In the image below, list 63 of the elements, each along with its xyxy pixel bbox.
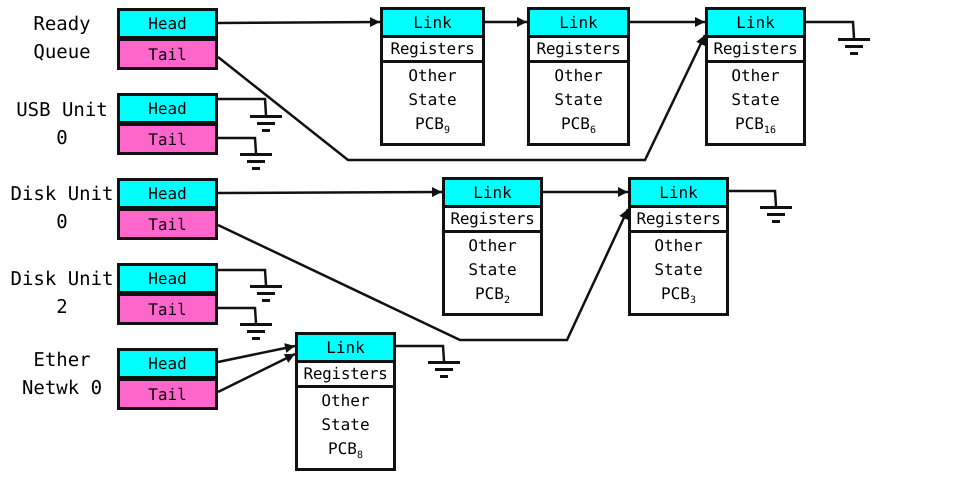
ground-symbol bbox=[428, 361, 460, 379]
pointer-arrow bbox=[218, 343, 296, 364]
field-label: Other State bbox=[407, 64, 458, 111]
field-label: Registers bbox=[536, 39, 620, 58]
pcb-name: PCB$_{16}$ bbox=[734, 112, 777, 138]
pointer-field: Tail bbox=[117, 293, 218, 325]
field-label: Link bbox=[559, 12, 598, 32]
pointer-arrow bbox=[217, 352, 296, 394]
pcb-name: PCB$_{9}$ bbox=[414, 112, 451, 138]
field-label: Link bbox=[659, 182, 698, 202]
pointer-arrow bbox=[630, 17, 705, 27]
pcb-box bbox=[705, 7, 806, 146]
field-label: Registers bbox=[636, 209, 720, 228]
pointer-arrow bbox=[218, 187, 442, 198]
field-label: Other State bbox=[553, 64, 604, 111]
field-label: Registers bbox=[714, 39, 798, 58]
ground-symbol bbox=[240, 153, 272, 171]
pointer-field: Head bbox=[117, 93, 218, 124]
queue-name: Disk Unit 0 bbox=[10, 182, 114, 235]
field-label: Other State bbox=[653, 234, 704, 281]
queue-name: USB Unit 0 bbox=[15, 98, 109, 151]
field-label: Link bbox=[736, 12, 775, 32]
pointer-field: Tail bbox=[117, 208, 218, 240]
queue-name: Disk Unit 2 bbox=[10, 267, 114, 320]
pcb-box bbox=[628, 177, 729, 316]
pointer-arrow bbox=[218, 17, 380, 28]
field-label: Registers bbox=[450, 209, 534, 228]
field-label: Registers bbox=[304, 364, 388, 384]
ground-symbol bbox=[250, 285, 282, 303]
field-label: Link bbox=[326, 338, 365, 357]
ground-symbol bbox=[240, 323, 272, 341]
field-label: Link bbox=[473, 182, 512, 202]
field-label: Other State bbox=[320, 390, 371, 436]
pcb-box bbox=[442, 177, 543, 316]
field-label: Other State bbox=[467, 234, 518, 281]
pointer-field: Head bbox=[117, 263, 218, 294]
pointer-field: Tail bbox=[117, 378, 218, 410]
pointer-arrow bbox=[217, 208, 630, 342]
pointer-arrow bbox=[218, 136, 258, 154]
field-label: Link bbox=[413, 12, 452, 32]
pointer-arrow bbox=[543, 187, 628, 197]
pcb-name: PCB$_{3}$ bbox=[660, 282, 697, 308]
pointer-field: Tail bbox=[117, 38, 218, 70]
pointer-arrow bbox=[217, 34, 706, 162]
pointer-field: Head bbox=[117, 8, 218, 39]
pcb-name: PCB$_{6}$ bbox=[560, 112, 597, 138]
pointer-field: Head bbox=[117, 178, 218, 209]
pcb-box bbox=[380, 7, 485, 146]
pcb-box bbox=[295, 332, 396, 471]
ground-symbol bbox=[838, 38, 870, 56]
pcb-box bbox=[527, 7, 630, 146]
ground-symbol bbox=[250, 115, 282, 133]
queue-name: Ready Queue bbox=[32, 12, 92, 65]
queue-name: Ether Netwk 0 bbox=[20, 348, 104, 401]
pointer-arrow bbox=[218, 306, 258, 324]
pcb-name: PCB$_{2}$ bbox=[474, 282, 511, 308]
ground-symbol bbox=[760, 206, 792, 224]
pointer-field: Tail bbox=[117, 123, 218, 155]
pointer-field: Head bbox=[117, 348, 218, 379]
field-label: Other State bbox=[730, 64, 781, 111]
pointer-arrow bbox=[485, 17, 527, 27]
field-label: Registers bbox=[390, 39, 474, 58]
pcb-name: PCB$_{8}$ bbox=[327, 438, 364, 463]
